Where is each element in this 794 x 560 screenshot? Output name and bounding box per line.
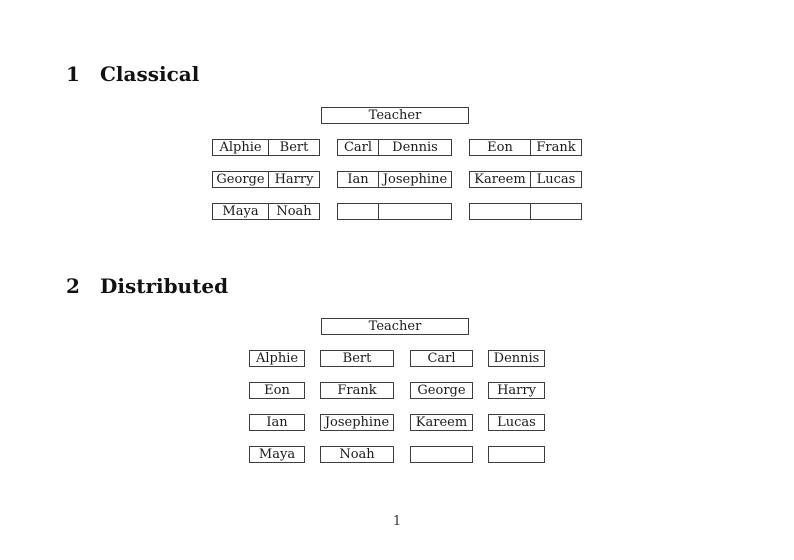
desk-seat-right: Lucas — [536, 172, 576, 187]
desk: Kareem Lucas — [469, 171, 582, 188]
empty-desk — [337, 203, 452, 220]
seat-box: Bert — [320, 350, 394, 367]
desk-seat-right: Harry — [274, 172, 314, 187]
teacher-label: Teacher — [368, 108, 422, 123]
empty-desk — [469, 203, 582, 220]
teacher-box: Teacher — [321, 107, 469, 124]
desk-seat-left: Carl — [338, 140, 379, 155]
page-number: 1 — [392, 514, 402, 529]
empty-seat-box — [410, 446, 473, 463]
seat-box: Alphie — [249, 350, 305, 367]
desk: Maya Noah — [212, 203, 320, 220]
desk-seat-right: Frank — [536, 140, 576, 155]
desk-seat-right: Bert — [279, 140, 309, 155]
teacher-box: Teacher — [321, 318, 469, 335]
desk: Eon Frank — [469, 139, 582, 156]
desk-seat-left: Ian — [338, 172, 379, 187]
desk-seat-right: Josephine — [382, 172, 448, 187]
desk-seat-left: Maya — [213, 204, 269, 219]
section-heading-distributed: 2 Distributed — [66, 274, 228, 298]
teacher-label: Teacher — [368, 319, 422, 334]
desk: Ian Josephine — [337, 171, 452, 188]
desk-seat-left: Eon — [470, 140, 531, 155]
desk-seat-right — [531, 204, 581, 219]
section-number: 1 — [66, 62, 80, 86]
desk-seat-left: George — [213, 172, 269, 187]
section-heading-classical: 1 Classical — [66, 62, 199, 86]
desk: Carl Dennis — [337, 139, 452, 156]
seat-box: Carl — [410, 350, 473, 367]
seat-box: George — [410, 382, 473, 399]
section-title: Distributed — [100, 274, 229, 298]
desk-seat-right: Dennis — [392, 140, 438, 155]
desk-seat-left: Alphie — [213, 140, 269, 155]
seat-box: Frank — [320, 382, 394, 399]
seat-box: Kareem — [410, 414, 473, 431]
empty-seat-box — [488, 446, 545, 463]
desk-seat-left: Kareem — [470, 172, 531, 187]
seat-box: Ian — [249, 414, 305, 431]
desk: Alphie Bert — [212, 139, 320, 156]
desk-seat-left — [470, 204, 531, 219]
desk-seat-left — [338, 204, 379, 219]
desk-seat-right: Noah — [276, 204, 312, 219]
seat-box: Dennis — [488, 350, 545, 367]
seat-box: Noah — [320, 446, 394, 463]
desk-seat-right — [379, 204, 451, 219]
seat-box: Josephine — [320, 414, 394, 431]
section-title: Classical — [100, 62, 200, 86]
seat-box: Harry — [488, 382, 545, 399]
section-number: 2 — [66, 274, 80, 298]
seat-box: Lucas — [488, 414, 545, 431]
desk: George Harry — [212, 171, 320, 188]
seat-box: Eon — [249, 382, 305, 399]
seat-box: Maya — [249, 446, 305, 463]
